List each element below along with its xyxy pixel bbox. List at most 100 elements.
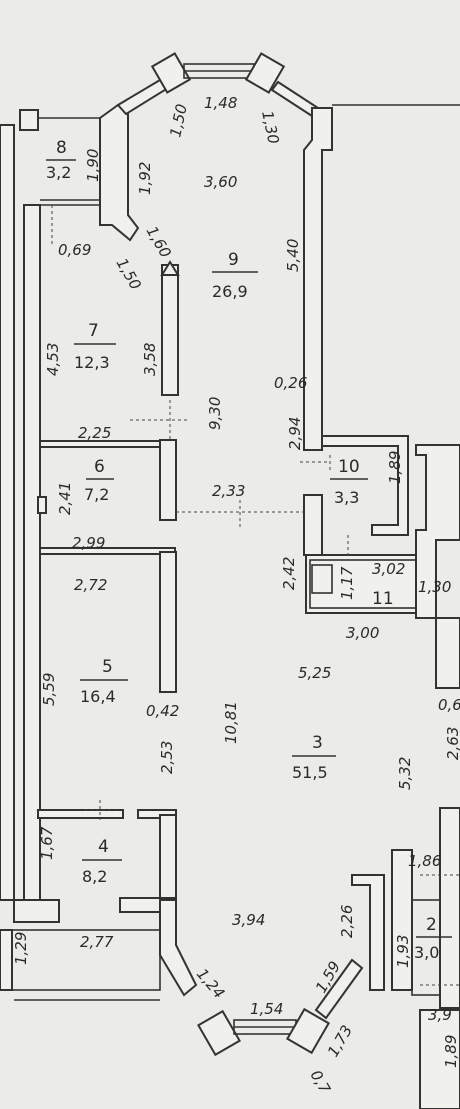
dim-5-25: 5,25	[298, 664, 331, 682]
dim-1-50a: 1,50	[166, 102, 191, 138]
room-10-area: 3,3	[334, 488, 359, 507]
room-7-area: 12,3	[74, 353, 110, 372]
wall-10	[321, 435, 409, 536]
bay-bottom-left	[159, 899, 198, 997]
wall-4-right	[159, 814, 177, 901]
room-11-number: 11	[372, 589, 394, 609]
dim-1-60: 1,60	[143, 223, 175, 261]
dimension-labels: 1,50 1,48 1,30 1,90 1,92 3,60 0,69 1,60 …	[12, 94, 460, 1097]
dim-2-41: 2,41	[56, 482, 74, 515]
dim-3-60: 3,60	[204, 173, 237, 191]
column-5	[159, 551, 177, 693]
wall-4-bottom-left	[13, 899, 60, 923]
room-10-number: 10	[338, 457, 360, 477]
dim-0-26: 0,26	[274, 374, 307, 392]
room-9-number: 9	[228, 250, 239, 270]
bay-bottom-left-post	[197, 1009, 241, 1057]
dim-1-67: 1,67	[38, 826, 56, 860]
dim-0-7: 0,7	[307, 1067, 335, 1097]
room-9-area: 26,9	[212, 282, 248, 301]
dim-3-58: 3,58	[141, 343, 159, 376]
section-lines	[51, 205, 460, 986]
dim-0-42: 0,42	[146, 702, 179, 720]
room-6-area: 7,2	[84, 485, 109, 504]
right-wall-9	[303, 107, 333, 451]
right-stub-0-6	[435, 617, 460, 689]
room-labels: 8 3,2 9 26,9 7 12,3 6 7,2 10 3,3 11 5 16…	[46, 138, 452, 962]
dim-2-25: 2,25	[78, 424, 111, 442]
dim-1-54: 1,54	[250, 1000, 283, 1018]
dim-2-63: 2,63	[444, 727, 460, 760]
dim-1-24: 1,24	[193, 965, 228, 1002]
bay-bottom-right	[314, 958, 364, 1020]
room-2-area: 3,0	[414, 943, 439, 962]
wall-2	[391, 849, 413, 991]
wall-6-5	[39, 547, 176, 555]
dim-1-29: 1,29	[12, 932, 30, 965]
wall-5-4	[37, 809, 124, 819]
dim-2-77: 2,77	[80, 933, 114, 951]
dim-1-90: 1,90	[84, 149, 102, 182]
room-6-number: 6	[94, 457, 105, 477]
dim-3-00: 3,00	[346, 624, 379, 642]
dim-0-6: 0,6	[438, 696, 460, 714]
dim-5-32: 5,32	[396, 757, 414, 790]
dim-2-33: 2,33	[212, 482, 245, 500]
dim-1-89b: 1,89	[442, 1035, 460, 1068]
room-2-box	[411, 899, 460, 996]
dim-1-92: 1,92	[136, 162, 154, 195]
dim-1-93: 1,93	[394, 935, 412, 968]
wall-right-11	[415, 444, 460, 619]
dim-1-86: 1,86	[408, 852, 441, 870]
room-11-nook	[311, 564, 333, 594]
wall-10-left	[303, 494, 323, 556]
room-5-area: 16,4	[80, 687, 116, 706]
dim-3-9: 3,9	[428, 1006, 452, 1024]
room-4-area: 8,2	[82, 867, 107, 886]
dim-3-94: 3,94	[232, 911, 265, 929]
wall-right-bottom	[419, 1009, 460, 1109]
room-8-area: 3,2	[46, 163, 71, 182]
dim-1-48: 1,48	[204, 94, 237, 112]
room-2-number: 2	[426, 915, 437, 935]
room-7-number: 7	[88, 321, 99, 341]
dim-5-40: 5,40	[284, 239, 302, 272]
walls	[0, 52, 460, 1109]
dim-2-53: 2,53	[158, 741, 176, 774]
bay-bottom-right-post	[286, 1007, 330, 1055]
dim-1-89: 1,89	[386, 451, 404, 484]
column-9-7	[161, 264, 179, 396]
bay-top-left	[116, 78, 170, 116]
bay-top-right-post	[244, 52, 286, 94]
dim-9-30: 9,30	[206, 397, 224, 430]
wall-6-left-stub	[37, 496, 47, 514]
dim-0-69: 0,69	[58, 241, 91, 259]
bay-top-left-post	[150, 52, 192, 94]
dim-1-50b: 1,50	[113, 255, 145, 293]
wall-8-9	[99, 103, 140, 242]
wall-2-left	[351, 874, 385, 991]
dim-2-26: 2,26	[338, 905, 356, 938]
dim-1-17: 1,17	[338, 566, 356, 600]
dim-1-73: 1,73	[324, 1022, 356, 1060]
room-4-number: 4	[98, 837, 109, 857]
wall-bottom-left-stub	[0, 929, 13, 991]
room-5-number: 5	[102, 657, 113, 677]
wall-bottom-8	[40, 199, 100, 206]
dim-1-30: 1,30	[258, 109, 283, 145]
dim-2-94: 2,94	[286, 417, 304, 450]
dim-1-30b: 1,30	[418, 578, 451, 596]
room-8-number: 8	[56, 138, 67, 158]
dim-10-81: 10,81	[222, 701, 240, 744]
dim-2-42: 2,42	[280, 557, 298, 590]
column-9-7-top	[160, 260, 180, 276]
left-outer-wall	[0, 124, 15, 901]
wall-block-8	[19, 109, 39, 131]
wall-right-lower	[439, 807, 460, 1009]
dim-4-53: 4,53	[44, 343, 62, 376]
column-6	[159, 439, 177, 521]
room-3-number: 3	[312, 733, 323, 753]
dim-3-02: 3,02	[372, 560, 405, 578]
dim-2-72: 2,72	[74, 576, 107, 594]
